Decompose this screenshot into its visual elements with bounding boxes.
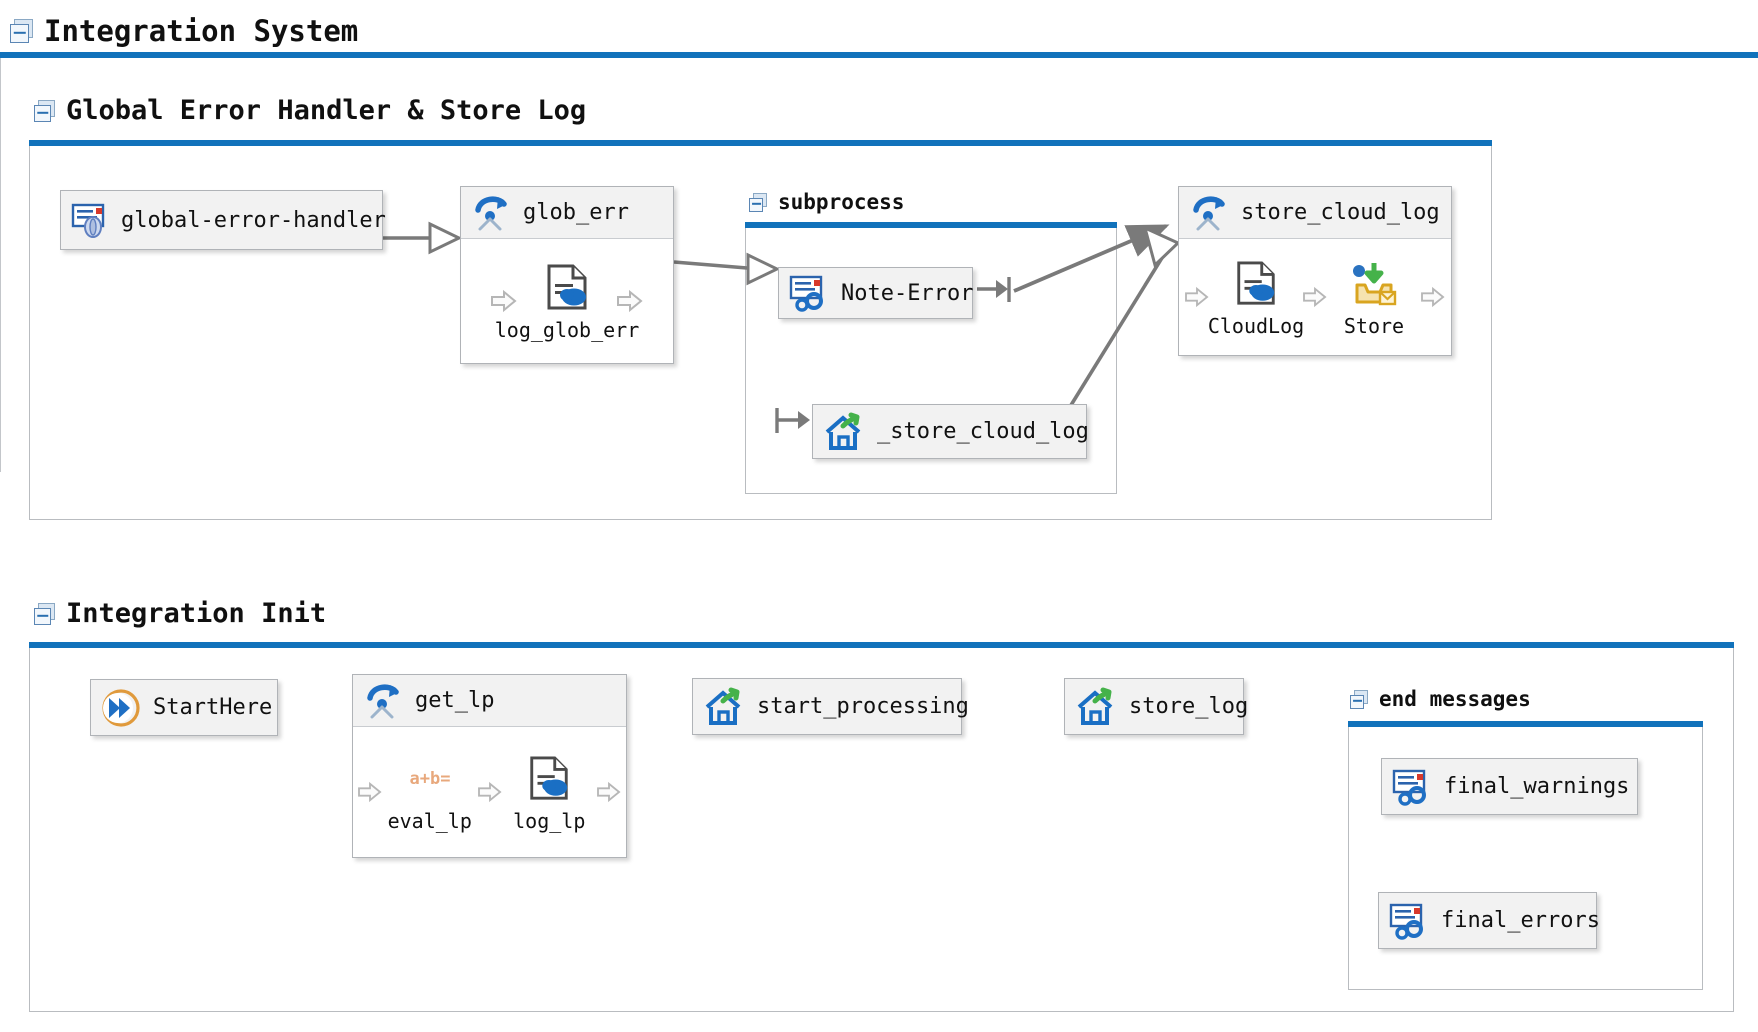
section-title-2: Integration Init <box>66 598 327 629</box>
accent-bar <box>29 642 1734 648</box>
route-icon <box>471 193 511 233</box>
node-glob_err[interactable]: glob_err log_g <box>460 186 674 364</box>
flow-arrow-icon <box>1180 286 1214 308</box>
diagram-title: Integration System <box>44 14 359 48</box>
node-children: a+b= eval_lp <box>353 727 626 857</box>
message-bug-icon <box>71 202 109 238</box>
flow-arrow-icon <box>353 781 387 803</box>
child-label: eval_lp <box>387 809 472 833</box>
start-chevron-icon <box>101 688 141 728</box>
child-store[interactable]: Store <box>1332 256 1416 338</box>
node-label: final_warnings <box>1444 774 1630 799</box>
collapse-icon[interactable] <box>1350 689 1369 709</box>
node-label: start_processing <box>757 694 969 719</box>
node-children: CloudLog Store <box>1179 239 1451 355</box>
child-log_lp[interactable]: log_lp <box>507 751 593 833</box>
child-cloudlog[interactable]: CloudLog <box>1208 256 1304 338</box>
node-store_cloud_log[interactable]: store_cloud_log <box>1178 186 1452 356</box>
child-label: log_glob_err <box>494 318 640 342</box>
node-starthere[interactable]: StartHere <box>90 679 278 736</box>
node-label: _store_cloud_log <box>877 419 1089 444</box>
group-header-integration-system[interactable]: Integration System <box>10 14 358 48</box>
route-icon <box>1189 193 1229 233</box>
collapse-icon[interactable] <box>10 19 34 43</box>
message-gears-icon <box>789 274 829 312</box>
node-start_processing[interactable]: start_processing <box>692 678 969 735</box>
group-header-end-messages[interactable]: end messages <box>1350 687 1531 711</box>
node-store_log[interactable]: store_log <box>1064 678 1248 735</box>
collapse-icon[interactable] <box>34 99 56 122</box>
accent-bar <box>1348 721 1703 727</box>
flow-arrow-icon <box>1298 286 1332 308</box>
formula-icon: a+b= <box>406 751 454 807</box>
home-green-arrow-icon <box>823 412 865 452</box>
node-label: glob_err <box>523 200 629 225</box>
message-gears-icon <box>1392 768 1432 806</box>
flow-arrow-icon <box>1416 286 1450 308</box>
collapse-icon[interactable] <box>749 192 768 212</box>
node-note-error[interactable]: Note-Error <box>778 267 973 319</box>
node-children: log_glob_err <box>461 239 673 363</box>
node-label: global-error-handler <box>121 207 386 233</box>
group-header-integration-init[interactable]: Integration Init <box>34 598 326 629</box>
child-label: log_lp <box>513 809 586 833</box>
cloud-log-icon <box>1233 256 1279 312</box>
flow-arrow-icon <box>592 781 626 803</box>
node-final_warnings[interactable]: final_warnings <box>1381 758 1638 815</box>
home-green-arrow-icon <box>1075 687 1117 727</box>
flow-arrow-icon <box>473 781 507 803</box>
group-header-global-error-handler[interactable]: Global Error Handler & Store Log <box>34 95 586 126</box>
subgroup-title-subprocess: subprocess <box>778 190 905 214</box>
message-gears-icon <box>1389 902 1429 940</box>
child-eval_lp[interactable]: a+b= eval_lp <box>387 751 473 833</box>
child-log_glob_err[interactable]: log_glob_err <box>495 260 639 342</box>
flow-arrow-icon <box>613 289 647 313</box>
route-icon <box>363 681 403 721</box>
group-header-subprocess[interactable]: subprocess <box>749 190 904 214</box>
accent-bar <box>745 222 1117 228</box>
node-final_errors[interactable]: final_errors <box>1378 892 1600 949</box>
home-green-arrow-icon <box>703 687 745 727</box>
node-global-error-handler[interactable]: global-error-handler <box>60 190 386 250</box>
node-get_lp[interactable]: get_lp a+b= eval_lp <box>352 674 627 858</box>
node-label: store_cloud_log <box>1241 200 1440 225</box>
node-label: StartHere <box>153 695 273 720</box>
section-title-1: Global Error Handler & Store Log <box>66 95 587 126</box>
node-label: final_errors <box>1441 908 1600 933</box>
child-label: Store <box>1343 314 1405 338</box>
node-label: get_lp <box>415 688 495 713</box>
store-inbox-icon <box>1349 256 1399 312</box>
subgroup-title-end-messages: end messages <box>1379 687 1531 711</box>
collapse-icon[interactable] <box>34 602 56 625</box>
svg-text:a+b=: a+b= <box>409 769 450 789</box>
cloud-log-icon <box>543 260 591 316</box>
cloud-log-icon <box>526 751 572 807</box>
node-label: Note-Error <box>841 280 974 306</box>
accent-bar <box>0 52 1758 58</box>
accent-bar <box>29 140 1492 146</box>
node-_store_cloud_log[interactable]: _store_cloud_log <box>812 404 1089 459</box>
flow-arrow-icon <box>487 289 521 313</box>
child-label: CloudLog <box>1207 314 1305 338</box>
node-label: store_log <box>1129 694 1249 719</box>
